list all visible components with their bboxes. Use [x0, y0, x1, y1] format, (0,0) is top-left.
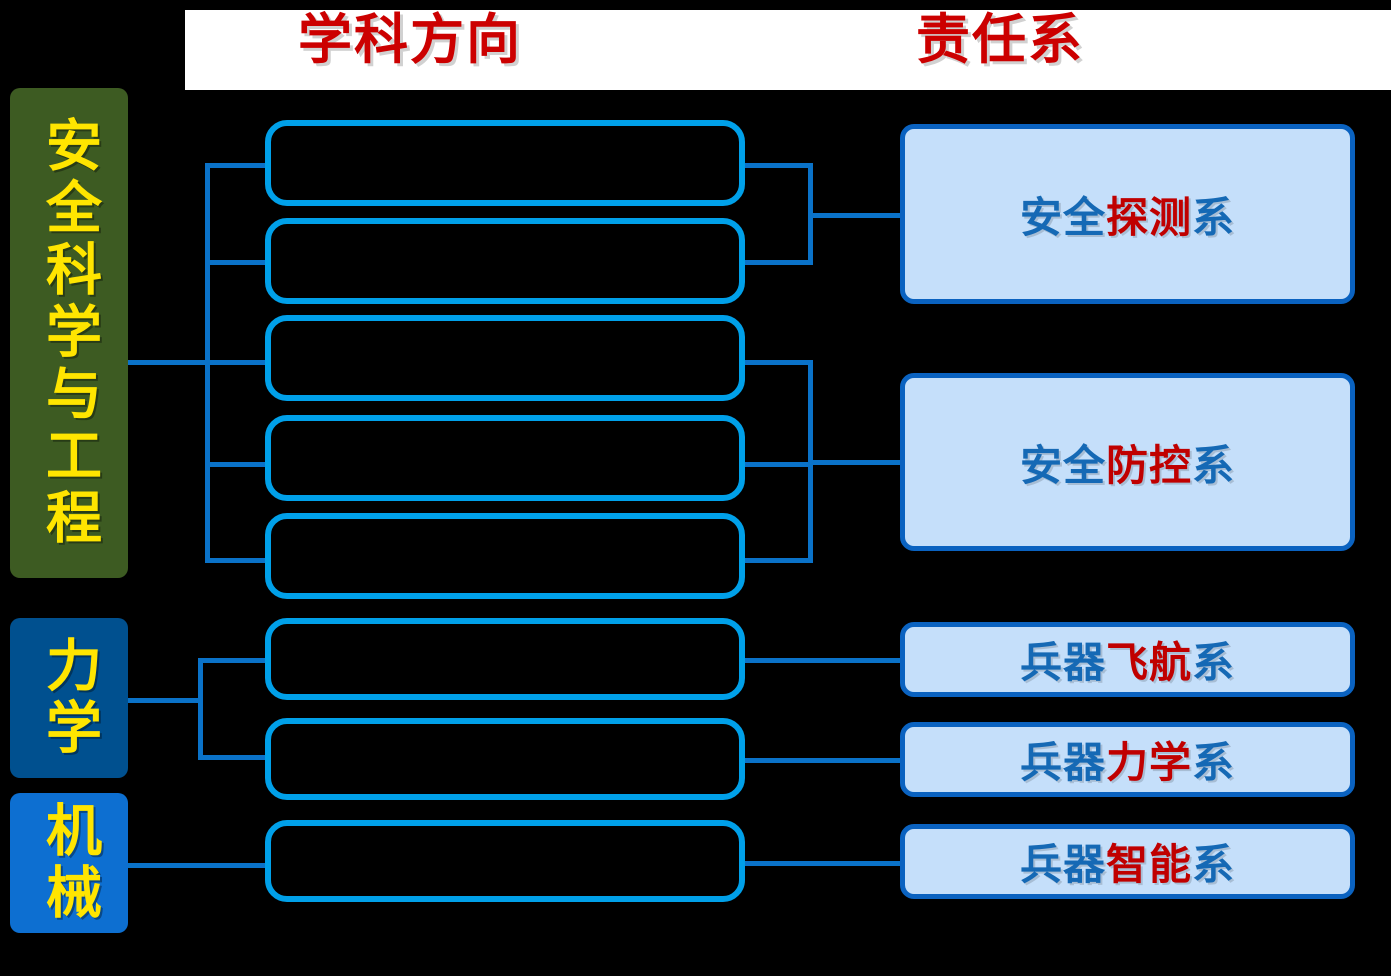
connector-dir-0-in [205, 163, 267, 168]
department-box-bingqi-zhineng[interactable]: 兵器智能系 [900, 824, 1355, 899]
direction-box-4[interactable] [265, 415, 745, 501]
dept-4-seg-1: 智能 [1105, 840, 1192, 889]
connector-dept-2-in [743, 658, 903, 663]
connector-dir-1-out [743, 260, 813, 265]
direction-box-8[interactable] [265, 820, 745, 902]
department-box-anquan-fangkong[interactable]: 安全防控系 [900, 373, 1355, 551]
connector-dept-0-in [808, 213, 903, 218]
direction-box-3[interactable] [265, 315, 745, 401]
connector-dir-4-in [205, 558, 267, 563]
department-box-bingqi-lixue[interactable]: 兵器力学系 [900, 722, 1355, 797]
dept-0-seg-1: 探测 [1105, 192, 1192, 242]
dept-1-seg-2: 系 [1192, 440, 1236, 490]
discipline-block-mechanics[interactable]: 力学 [10, 618, 128, 778]
department-box-anquan-tance[interactable]: 安全探测系 [900, 124, 1355, 304]
header-discipline-title: 学科方向 [298, 8, 522, 71]
connector-discipline-2-stub [128, 863, 268, 868]
discipline-block-safety-science-engineering[interactable]: 安全科学与工程 [10, 88, 128, 578]
connector-dir-3-in [205, 462, 267, 467]
connector-dir-3-out [743, 462, 813, 467]
dept-0-seg-0: 安全 [1019, 192, 1106, 242]
dept-4-seg-2: 系 [1192, 840, 1236, 889]
connector-dept-4-in [743, 861, 903, 866]
direction-box-1[interactable] [265, 120, 745, 206]
connector-dir-0-out [743, 163, 813, 168]
connector-dept-1-in [808, 460, 903, 465]
dept-2-seg-0: 兵器 [1019, 638, 1106, 687]
header-department-title: 责任系 [916, 8, 1084, 71]
dept-1-seg-1: 防控 [1105, 440, 1192, 490]
direction-box-5[interactable] [265, 513, 745, 599]
connector-dir-2-out [743, 360, 813, 365]
dept-1-seg-0: 安全 [1019, 440, 1106, 490]
department-box-bingqi-feihang[interactable]: 兵器飞航系 [900, 622, 1355, 697]
direction-box-7[interactable] [265, 718, 745, 800]
direction-box-6[interactable] [265, 618, 745, 700]
connector-discipline-1-stub [128, 698, 203, 703]
discipline-block-mechanical[interactable]: 机械 [10, 793, 128, 933]
connector-dir-5-in [198, 658, 267, 663]
dept-2-seg-2: 系 [1192, 638, 1236, 687]
connector-discipline-1-trunk [198, 658, 203, 760]
dept-4-seg-0: 兵器 [1019, 840, 1106, 889]
connector-dir-2-in [205, 360, 267, 365]
connector-dir-4-out [743, 558, 813, 563]
connector-dir-6-in [198, 755, 267, 760]
direction-box-2[interactable] [265, 218, 745, 304]
connector-dept-3-in [743, 758, 903, 763]
dept-2-seg-1: 飞航 [1105, 638, 1192, 687]
dept-3-seg-1: 力学 [1105, 738, 1192, 787]
dept-0-seg-2: 系 [1192, 192, 1236, 242]
dept-3-seg-2: 系 [1192, 738, 1236, 787]
connector-dir-1-in [205, 260, 267, 265]
header-bar [185, 10, 1391, 90]
connector-discipline-0-stub [128, 360, 210, 365]
dept-3-seg-0: 兵器 [1019, 738, 1106, 787]
